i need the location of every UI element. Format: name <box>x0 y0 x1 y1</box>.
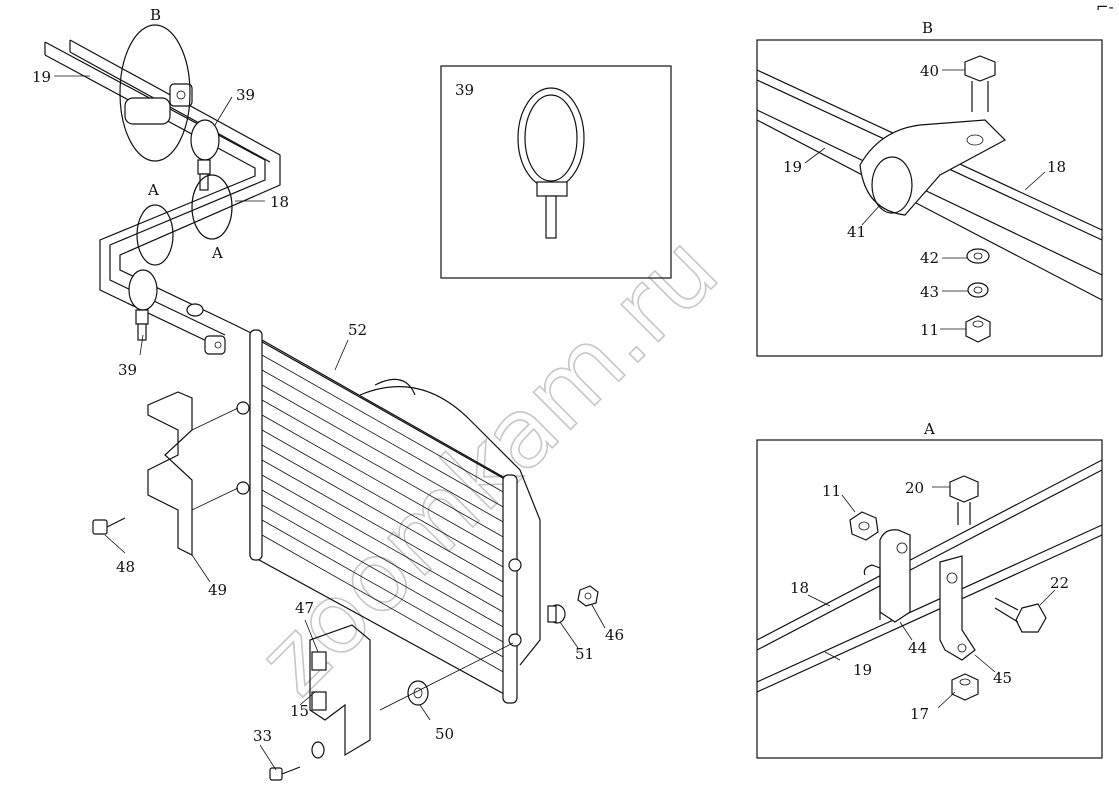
detail-39-label: 39 <box>455 81 474 99</box>
detail-b-callout-11: 11 <box>920 321 939 339</box>
detail-b-callout-41: 41 <box>847 223 866 241</box>
leader-lines <box>54 75 606 771</box>
grommet-50 <box>379 642 514 711</box>
bolt-48 <box>92 517 126 535</box>
detail-a-callout-45: 45 <box>993 669 1012 687</box>
detail-39-panel: 39 <box>440 65 672 279</box>
view-label-a-bottom: A <box>211 244 223 262</box>
callout-19: 19 <box>32 68 51 86</box>
washer-15 <box>311 741 325 759</box>
view-label-b: B <box>150 6 161 24</box>
callout-39-bottom: 39 <box>118 361 137 379</box>
callout-51: 51 <box>575 645 594 663</box>
detail-a-callout-18: 18 <box>790 579 809 597</box>
detail-b-title: B <box>922 19 933 37</box>
detail-b-callout-40: 40 <box>920 62 939 80</box>
callout-50: 50 <box>435 725 454 743</box>
detail-a-callout-11: 11 <box>822 482 841 500</box>
corner-mark: ⌐- <box>1096 0 1114 16</box>
spacer-51 <box>547 604 566 624</box>
detail-a-callout-17: 17 <box>910 705 929 723</box>
view-label-a-top: A <box>147 181 159 199</box>
condenser <box>236 329 541 704</box>
callout-33: 33 <box>253 727 272 745</box>
detail-a-callout-22: 22 <box>1050 574 1069 592</box>
detail-b-callout-43: 43 <box>920 283 939 301</box>
detail-b-callout-19: 19 <box>783 158 802 176</box>
callout-49: 49 <box>208 581 227 599</box>
detail-a-callout-44: 44 <box>908 639 927 657</box>
bracket-47 <box>309 624 371 757</box>
detail-a-callout-20: 20 <box>905 479 924 497</box>
detail-a-panel: A 11 20 <box>756 420 1103 759</box>
callout-39-top: 39 <box>236 86 255 104</box>
bolt-33 <box>269 766 301 781</box>
callout-52: 52 <box>348 321 367 339</box>
detail-b-callout-42: 42 <box>920 249 939 267</box>
bracket-49 <box>147 391 193 556</box>
detail-circles <box>119 24 233 266</box>
callout-47: 47 <box>295 599 314 617</box>
pipe-clamps <box>124 83 226 355</box>
callout-46: 46 <box>605 626 624 644</box>
callout-18: 18 <box>270 193 289 211</box>
nut-46 <box>577 585 599 607</box>
detail-a-title: A <box>923 420 935 438</box>
detail-a-callout-19: 19 <box>853 661 872 679</box>
callout-15: 15 <box>290 702 309 720</box>
watermark: zoomkam.ru <box>237 214 739 716</box>
detail-b-callout-18: 18 <box>1047 158 1066 176</box>
detail-b-panel: B 40 19 18 41 42 43 11 <box>756 19 1103 357</box>
callout-48: 48 <box>116 558 135 576</box>
